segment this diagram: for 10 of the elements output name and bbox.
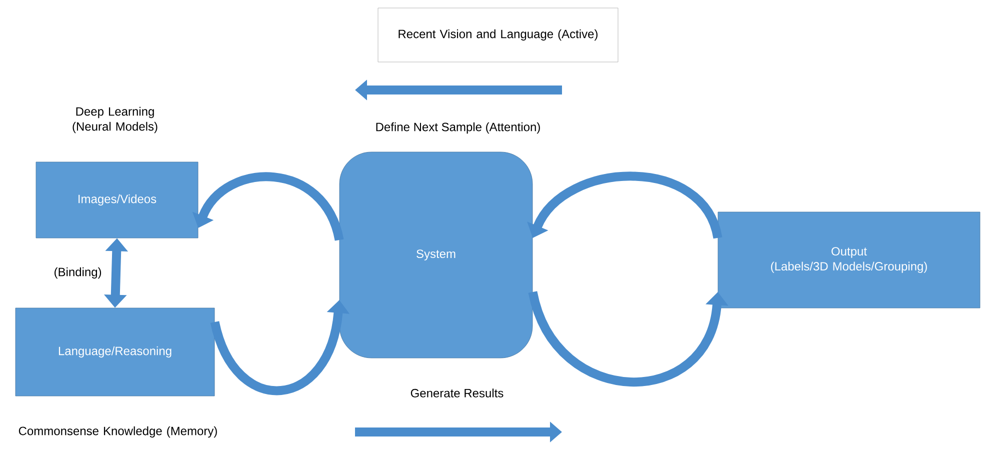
- output-box: Output (Labels/3D Models/Grouping): [718, 212, 980, 308]
- caption-text: Define Next Sample (Attention): [376, 122, 540, 134]
- caption-text: Commonsense Knowledge (Memory): [18, 426, 217, 438]
- system-box: System: [339, 152, 533, 358]
- process-box: Language/Reasoning: [15, 308, 215, 396]
- process-box: Images/Videos: [36, 162, 198, 238]
- caption-text: Deep Learning (Neural Models): [72, 106, 158, 134]
- title-box: Recent Vision and Language (Active): [378, 8, 618, 62]
- caption-text: Generate Results: [410, 388, 504, 398]
- edge-label: (Binding): [54, 267, 102, 279]
